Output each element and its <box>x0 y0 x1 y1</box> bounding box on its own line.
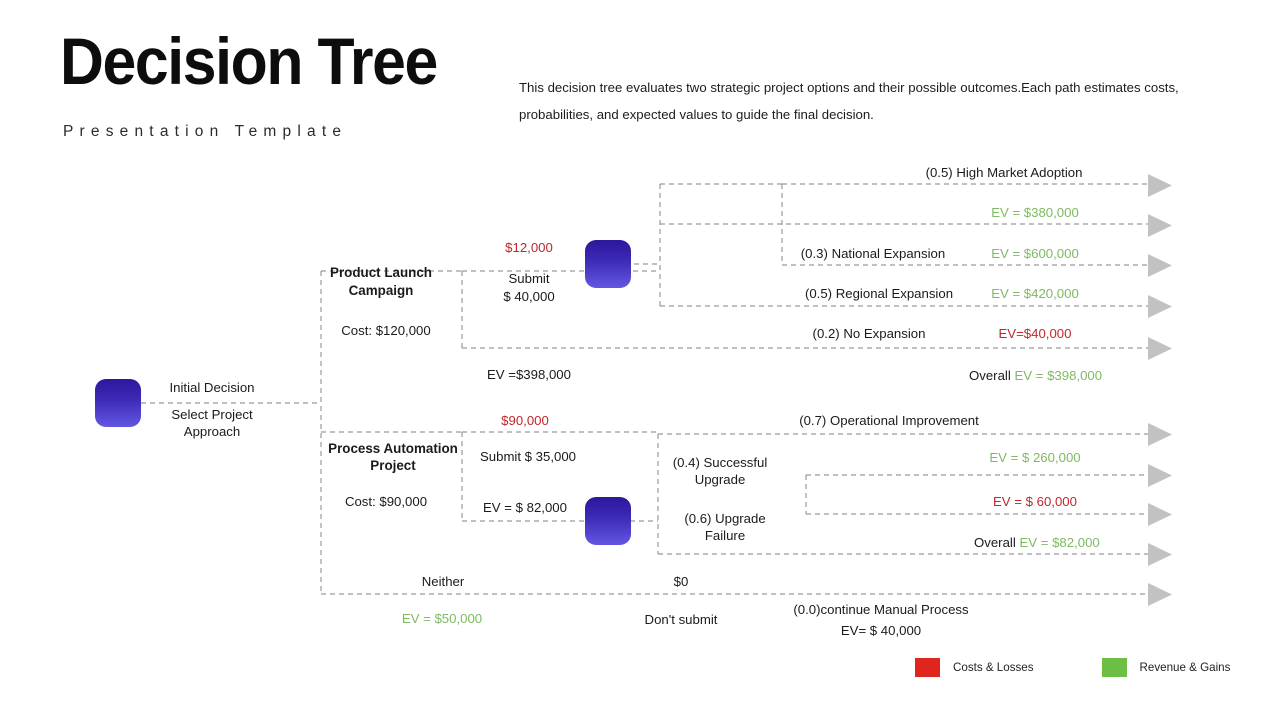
product-launch-name-line1: Product Launch <box>330 265 432 280</box>
outcome-label-operational-improvement: (0.7) Operational Improvement <box>799 413 979 428</box>
neither-action: Don't submit <box>644 612 718 627</box>
product-launch-fee: $12,000 <box>505 240 553 255</box>
product-launch-submit-line1: Submit <box>508 271 550 286</box>
product-launch-overall: Overall EV = $398,000 <box>969 367 1102 385</box>
product-launch-cost: Cost: $120,000 <box>341 323 431 338</box>
process-automation-overall: Overall EV = $82,000 <box>974 534 1100 552</box>
legend-swatch-revenue-gains <box>1101 658 1127 677</box>
neither-ev: EV = $50,000 <box>401 611 483 626</box>
process-automation-submit: Submit $ 35,000 <box>479 449 577 464</box>
outcome-label-successful-upgrade-line2: Upgrade <box>694 472 746 487</box>
product-launch-name-line2: Campaign <box>348 283 414 298</box>
neither-outcome-line2: EV= $ 40,000 <box>840 623 922 638</box>
process-automation-cost: Cost: $90,000 <box>344 494 428 509</box>
outcome-label-regional-expansion: (0.5) Regional Expansion <box>804 286 954 301</box>
root-label-bottom-line2: Approach <box>183 424 241 439</box>
process-automation-ev: EV = $ 82,000 <box>483 500 567 515</box>
legend-item-revenue-gains: Revenue & Gains <box>1101 658 1231 677</box>
arrowheads <box>1148 174 1172 606</box>
page-title: Decision Tree <box>60 24 438 98</box>
outcome-label-no-expansion: (0.2) No Expansion <box>812 326 926 341</box>
product-launch-overall-prefix: Overall <box>969 368 1011 383</box>
process-automation-overall-ev: EV = $82,000 <box>1019 535 1100 550</box>
product-launch-ev: EV =$398,000 <box>487 367 571 382</box>
legend-label-costs-losses: Costs & Losses <box>953 661 1034 674</box>
process-automation-fee: $90,000 <box>501 413 549 428</box>
neither-outcome-line1: (0.0)continue Manual Process <box>793 602 969 617</box>
outcome-ev-upgrade-failure: EV = $ 60,000 <box>993 494 1077 509</box>
root-decision-node[interactable] <box>95 379 141 427</box>
root-label-top: Initial Decision <box>169 380 255 395</box>
product-launch-submit-line2: $ 40,000 <box>503 289 555 304</box>
legend-label-revenue-gains: Revenue & Gains <box>1139 661 1231 674</box>
outcome-label-upgrade-failure-line1: (0.6) Upgrade <box>684 511 766 526</box>
process-automation-name-line1: Process Automation <box>328 441 458 456</box>
outcome-ev-successful-upgrade: EV = $ 260,000 <box>989 450 1081 465</box>
process-automation-overall-prefix: Overall <box>974 535 1016 550</box>
outcome-ev-national-expansion: EV = $600,000 <box>991 246 1079 261</box>
outcome-ev-high-market-adoption: EV = $380,000 <box>991 205 1079 220</box>
legend-swatch-costs-losses <box>915 658 940 677</box>
outcome-label-successful-upgrade-line1: (0.4) Successful <box>672 455 768 470</box>
neither-label: Neither <box>421 574 465 589</box>
intro-paragraph: This decision tree evaluates two strateg… <box>519 80 1179 122</box>
page-subtitle: Presentation Template <box>63 123 348 140</box>
outcome-ev-no-expansion: EV=$40,000 <box>998 326 1072 341</box>
neither-amount: $0 <box>673 574 689 589</box>
legend: Costs & Losses Revenue & Gains <box>915 658 1230 677</box>
legend-item-costs-losses: Costs & Losses <box>915 658 1034 677</box>
process-automation-chance-node[interactable] <box>585 497 631 545</box>
outcome-label-national-expansion: (0.3) National Expansion <box>800 246 946 261</box>
root-label-bottom-line1: Select Project <box>171 407 253 422</box>
outcome-ev-regional-expansion: EV = $420,000 <box>991 286 1079 301</box>
product-launch-overall-ev: EV = $398,000 <box>1014 368 1103 383</box>
process-automation-name-line2: Project <box>370 458 416 473</box>
outcome-label-high-market-adoption: (0.5) High Market Adoption <box>925 165 1083 180</box>
product-launch-chance-node[interactable] <box>585 240 631 288</box>
outcome-label-upgrade-failure-line2: Failure <box>704 528 746 543</box>
